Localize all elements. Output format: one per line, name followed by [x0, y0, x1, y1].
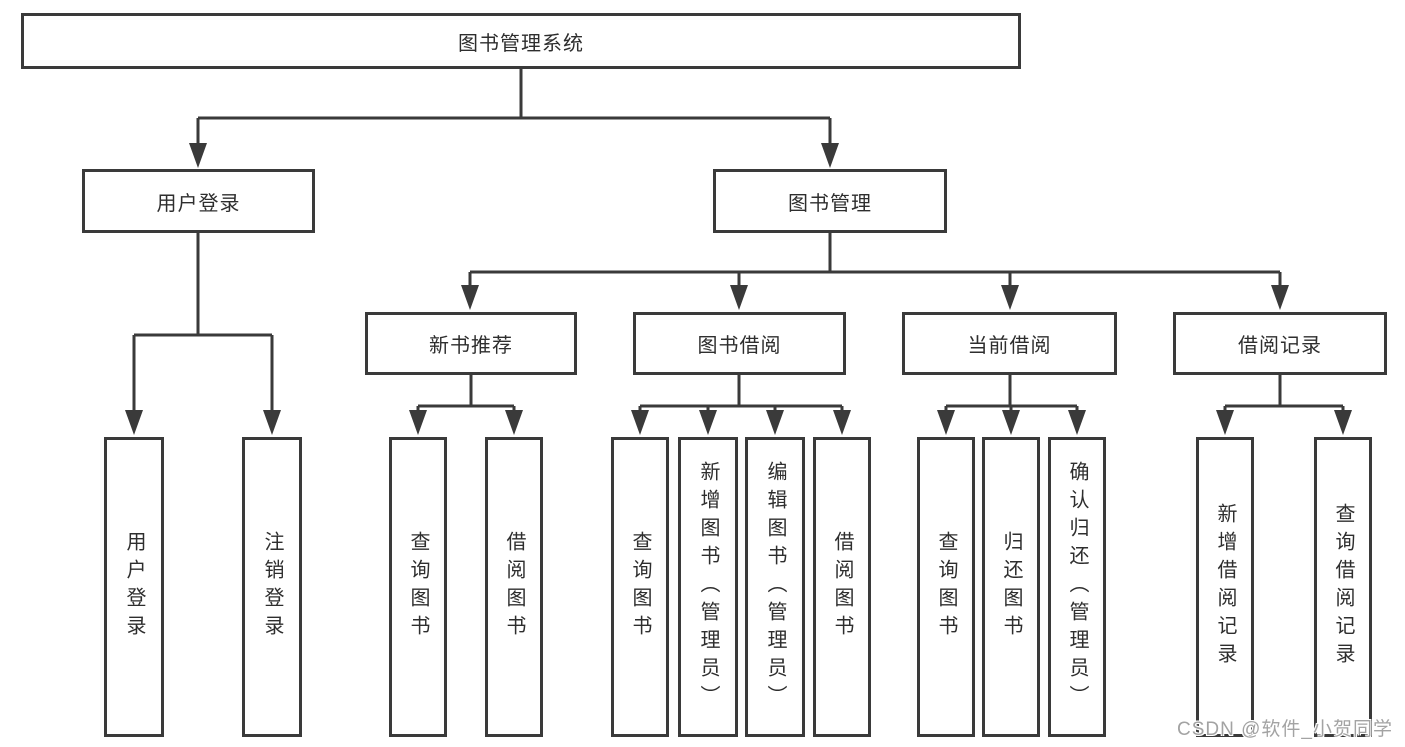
arrowhead: [505, 410, 523, 435]
leaf-label: 查询图书: [407, 531, 429, 643]
arrowhead: [409, 410, 427, 435]
leaf-borrow-books-1: 借阅图书: [485, 437, 543, 737]
arrowhead: [1002, 410, 1020, 435]
connector-root: [196, 69, 832, 146]
leaf-label: 编辑图书（管理员）: [764, 461, 786, 713]
arrowhead: [821, 143, 839, 168]
node-borrowing-records: 借阅记录: [1173, 312, 1387, 375]
leaf-label: 注销登录: [261, 531, 283, 643]
arrowhead: [937, 410, 955, 435]
connector-user-login: [132, 233, 274, 412]
leaf-label: 借阅图书: [503, 531, 525, 643]
leaf-label: 查询借阅记录: [1332, 503, 1354, 671]
arrowhead: [461, 285, 479, 310]
leaf-search-books-3: 查询图书: [917, 437, 975, 737]
arrowhead: [1334, 410, 1352, 435]
connector-new-book-recommendation: [416, 375, 516, 412]
arrowhead: [833, 410, 851, 435]
leaf-label: 归还图书: [1000, 531, 1022, 643]
arrowhead: [631, 410, 649, 435]
leaf-user-login: 用户登录: [104, 437, 164, 737]
leaf-confirm-return-admin: 确认归还（管理员）: [1048, 437, 1106, 737]
leaf-add-borrow-record: 新增借阅记录: [1196, 437, 1254, 737]
arrowhead: [1001, 285, 1019, 310]
leaf-search-books-1: 查询图书: [389, 437, 447, 737]
connector-current-borrowing: [944, 375, 1079, 412]
node-book-borrowing: 图书借阅: [633, 312, 846, 375]
leaf-label: 查询图书: [935, 531, 957, 643]
arrowhead: [699, 410, 717, 435]
arrowhead: [189, 143, 207, 168]
arrowhead: [1068, 410, 1086, 435]
connector-book-management: [468, 233, 1282, 287]
leaf-label: 确认归还（管理员）: [1066, 461, 1088, 713]
leaf-logout: 注销登录: [242, 437, 302, 737]
connector-borrowing-records: [1223, 375, 1345, 412]
leaf-add-book-admin: 新增图书（管理员）: [678, 437, 738, 737]
node-library-management-system: 图书管理系统: [21, 13, 1021, 69]
leaf-return-book: 归还图书: [982, 437, 1040, 737]
leaf-label: 用户登录: [123, 531, 145, 643]
node-user-login: 用户登录: [82, 169, 315, 233]
arrowhead: [766, 410, 784, 435]
leaf-borrow-books-2: 借阅图书: [813, 437, 871, 737]
leaf-label: 查询图书: [629, 531, 651, 643]
leaf-search-books-2: 查询图书: [611, 437, 669, 737]
arrowhead: [1216, 410, 1234, 435]
connector-book-borrowing: [638, 375, 844, 412]
node-new-book-recommendation: 新书推荐: [365, 312, 577, 375]
leaf-edit-book-admin: 编辑图书（管理员）: [745, 437, 805, 737]
leaf-label: 新增借阅记录: [1214, 503, 1236, 671]
watermark-text: CSDN @软件_小贺同学: [1177, 719, 1393, 740]
arrowhead: [730, 285, 748, 310]
leaf-search-borrow-record: 查询借阅记录: [1314, 437, 1372, 737]
node-book-management: 图书管理: [713, 169, 947, 233]
arrowhead: [125, 410, 143, 435]
leaf-label: 借阅图书: [831, 531, 853, 643]
arrowhead: [263, 410, 281, 435]
leaf-label: 新增图书（管理员）: [697, 461, 719, 713]
arrowheads: [125, 143, 1352, 435]
arrowhead: [1271, 285, 1289, 310]
node-current-borrowing: 当前借阅: [902, 312, 1117, 375]
